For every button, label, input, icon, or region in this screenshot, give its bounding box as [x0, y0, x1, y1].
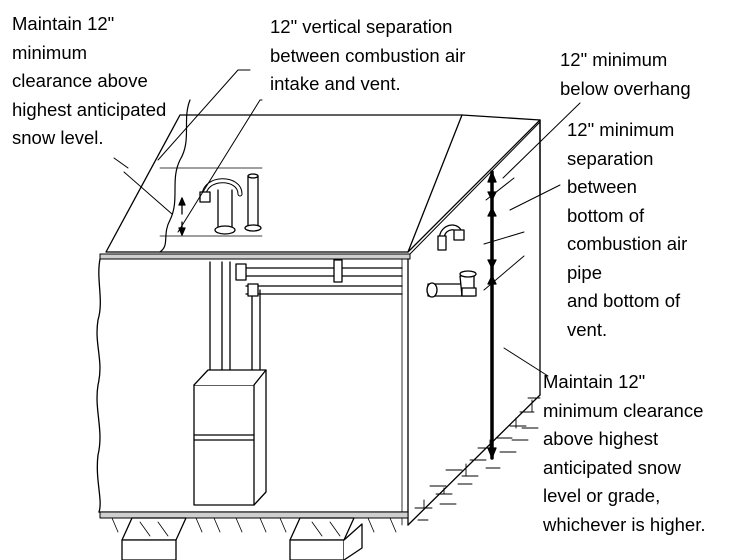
- leader-lines: [113, 69, 581, 377]
- label-vertical-separation: 12" vertical separation between combusti…: [270, 16, 466, 94]
- roof-snow-edge: [159, 99, 191, 253]
- side-wall: [407, 119, 541, 526]
- label-roof-snow-clearance: Maintain 12" minimum clearance above hig…: [12, 13, 167, 148]
- wall-intake-pipe: [437, 224, 465, 251]
- roof: [99, 114, 541, 260]
- wall-clearance-dimension: [483, 170, 525, 460]
- roof-vent-pipe: [244, 173, 262, 232]
- label-grade-snow-clearance: Maintain 12" minimum clearance above hig…: [543, 371, 706, 535]
- interior-piping: [209, 259, 403, 373]
- label-minimum-separation: 12" minimum separation between bottom of…: [567, 119, 688, 340]
- roof-intake-pipe: [199, 178, 243, 235]
- front-wall: [96, 258, 409, 526]
- wall-vent-pipe: [426, 270, 477, 298]
- roof-separation-arrows: [159, 167, 263, 237]
- furnace: [193, 369, 267, 506]
- label-below-overhang: 12" minimum below overhang: [560, 49, 691, 99]
- foundation: [111, 517, 397, 560]
